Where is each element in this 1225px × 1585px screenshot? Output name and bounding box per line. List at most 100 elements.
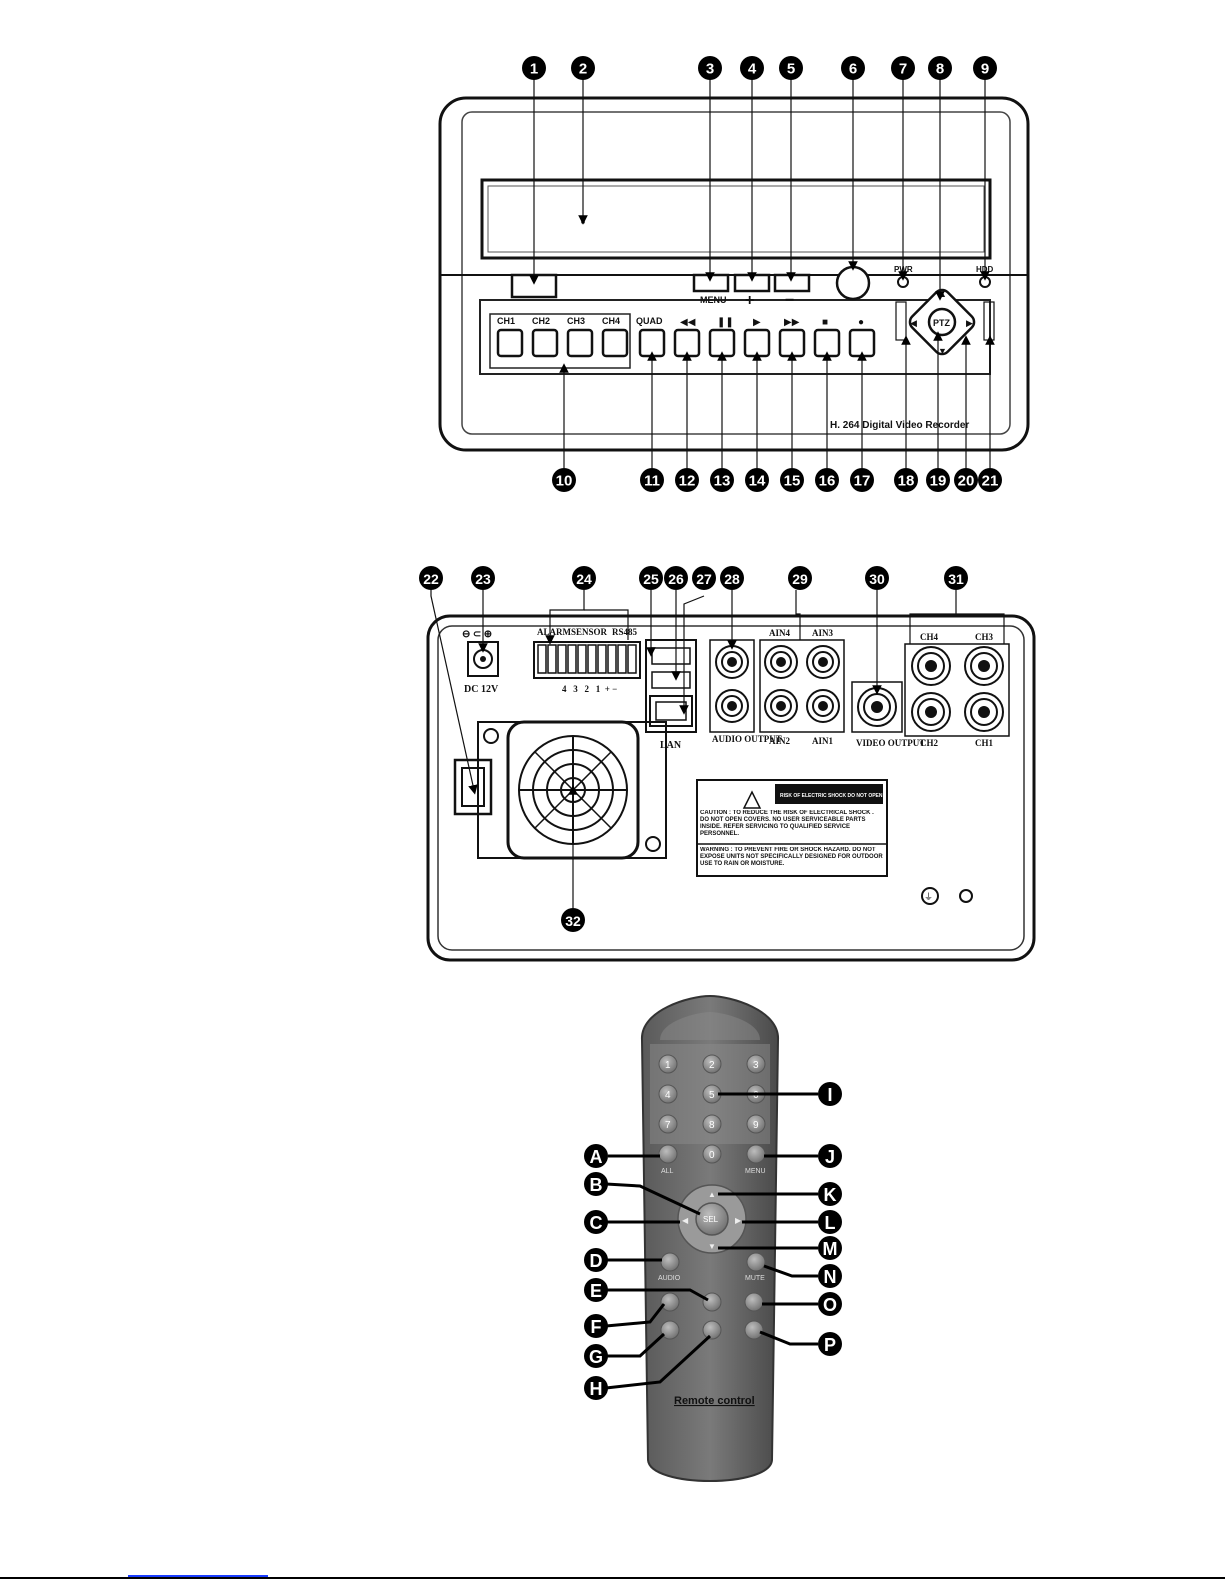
rear-panel: ⊖ ⊂ ⊕ DC 12V ALARM SENSOR RS485 4 3 2 1 … bbox=[426, 614, 1036, 962]
front-badge-15 bbox=[780, 468, 804, 492]
front-badge-4 bbox=[740, 56, 764, 80]
rear-badge-31 bbox=[944, 566, 968, 590]
rear-label-24: 24 bbox=[576, 571, 592, 587]
ground-terminal bbox=[921, 887, 939, 905]
front-label-9: 9 bbox=[981, 61, 989, 78]
front-label-14: 14 bbox=[749, 473, 766, 490]
front-label-2: 2 bbox=[579, 61, 587, 78]
minus-button[interactable] bbox=[773, 273, 811, 293]
front-label-7: 7 bbox=[899, 61, 907, 78]
front-badge-19 bbox=[926, 468, 950, 492]
menu-button[interactable] bbox=[692, 273, 730, 293]
record-button[interactable] bbox=[848, 328, 876, 358]
ch2-button[interactable] bbox=[531, 328, 559, 358]
front-label-17: 17 bbox=[854, 473, 871, 490]
all-button[interactable] bbox=[658, 1144, 678, 1164]
plus-button[interactable] bbox=[733, 273, 771, 293]
ch2-label: CH2 bbox=[532, 316, 550, 326]
rear-label-25: 25 bbox=[643, 571, 659, 587]
front-badge-7 bbox=[891, 56, 915, 80]
remote-label-i: I bbox=[827, 1085, 832, 1105]
ch4-label: CH4 bbox=[602, 316, 620, 326]
remote-rewind-button[interactable] bbox=[660, 1292, 680, 1312]
remote-label-d: D bbox=[590, 1251, 603, 1271]
svg-text:⊖ ⊂ ⊕: ⊖ ⊂ ⊕ bbox=[462, 629, 492, 640]
rewind-button[interactable] bbox=[673, 328, 701, 358]
remote-stop-button[interactable] bbox=[744, 1320, 764, 1340]
remote-control: Remote control 1 2 3 4 5 6 7 8 9 0 ALL bbox=[587, 993, 831, 1491]
remote-pause-button[interactable] bbox=[702, 1320, 722, 1340]
quad-label: QUAD bbox=[636, 316, 663, 326]
remote-badge-a bbox=[584, 1144, 608, 1168]
hdd-led bbox=[979, 276, 991, 288]
ch3-button[interactable] bbox=[566, 328, 594, 358]
rear-badge-27 bbox=[692, 566, 716, 590]
quad-button[interactable] bbox=[638, 328, 666, 358]
front-badge-11 bbox=[640, 468, 664, 492]
ptz-direction-pad[interactable]: PTZ ▲ ▼ ◀ ▶ bbox=[907, 287, 978, 358]
front-badge-5 bbox=[779, 56, 803, 80]
remote-label-n: N bbox=[824, 1267, 837, 1287]
remote-record-button[interactable] bbox=[660, 1320, 680, 1340]
remote-badge-i bbox=[818, 1082, 842, 1106]
remote-label-e: E bbox=[590, 1281, 602, 1301]
front-label-6: 6 bbox=[849, 61, 857, 78]
rear-leader-lines bbox=[430, 588, 1005, 908]
key-4[interactable] bbox=[658, 1084, 678, 1104]
front-badge-13 bbox=[710, 468, 734, 492]
front-label-8: 8 bbox=[936, 61, 944, 78]
remote-badge-p bbox=[818, 1332, 842, 1356]
key-2[interactable] bbox=[702, 1054, 722, 1074]
svg-text:▲: ▲ bbox=[708, 1190, 716, 1199]
remote-menu-button[interactable] bbox=[746, 1144, 766, 1164]
remote-label-k: K bbox=[824, 1185, 837, 1205]
remote-badge-l bbox=[818, 1210, 842, 1234]
key-9[interactable] bbox=[746, 1114, 766, 1134]
mute-button[interactable] bbox=[746, 1252, 766, 1272]
mount-hole bbox=[959, 889, 973, 903]
remote-badge-b bbox=[584, 1172, 608, 1196]
play-button[interactable] bbox=[743, 328, 771, 358]
ain2-label: AIN2 bbox=[769, 736, 791, 746]
key-1[interactable] bbox=[658, 1054, 678, 1074]
audio-output-jacks bbox=[715, 645, 749, 723]
svg-text:▶: ▶ bbox=[735, 1216, 742, 1225]
remote-leader-lines bbox=[605, 1092, 818, 1390]
svg-text:▶: ▶ bbox=[966, 318, 973, 328]
remote-label-m: M bbox=[823, 1239, 838, 1259]
remote-badge-h bbox=[584, 1376, 608, 1400]
sel-label: SEL bbox=[703, 1215, 719, 1224]
remote-fastforward-button[interactable] bbox=[744, 1292, 764, 1312]
remote-dpad[interactable]: SEL ▲ ▼ ◀ ▶ bbox=[677, 1184, 747, 1254]
key-2-label: 2 bbox=[709, 1060, 715, 1071]
remote-badge-f bbox=[584, 1314, 608, 1338]
footer-link-underline bbox=[128, 1575, 268, 1577]
remote-play-button[interactable] bbox=[702, 1292, 722, 1312]
ch1-button[interactable] bbox=[496, 328, 524, 358]
key-3[interactable] bbox=[746, 1054, 766, 1074]
stop-button[interactable] bbox=[813, 328, 841, 358]
key-0[interactable] bbox=[702, 1144, 722, 1164]
audio-input-jacks bbox=[764, 645, 840, 723]
minus-label: − bbox=[785, 292, 794, 309]
front-label-15: 15 bbox=[784, 473, 801, 490]
key-7[interactable] bbox=[658, 1114, 678, 1134]
audio-button[interactable] bbox=[660, 1252, 680, 1272]
rear-label-31: 31 bbox=[948, 571, 964, 587]
remote-badge-e bbox=[584, 1278, 608, 1302]
key-8[interactable] bbox=[702, 1114, 722, 1134]
rear-badge-26 bbox=[664, 566, 688, 590]
remote-badge-k bbox=[818, 1182, 842, 1206]
ch4-button[interactable] bbox=[601, 328, 629, 358]
front-badge-1 bbox=[522, 56, 546, 80]
key-8-label: 8 bbox=[709, 1120, 715, 1131]
lan-label: LAN bbox=[660, 740, 682, 751]
pause-button[interactable] bbox=[708, 328, 736, 358]
fastforward-button[interactable] bbox=[778, 328, 806, 358]
front-label-10: 10 bbox=[556, 473, 573, 490]
key-1-label: 1 bbox=[665, 1060, 671, 1071]
